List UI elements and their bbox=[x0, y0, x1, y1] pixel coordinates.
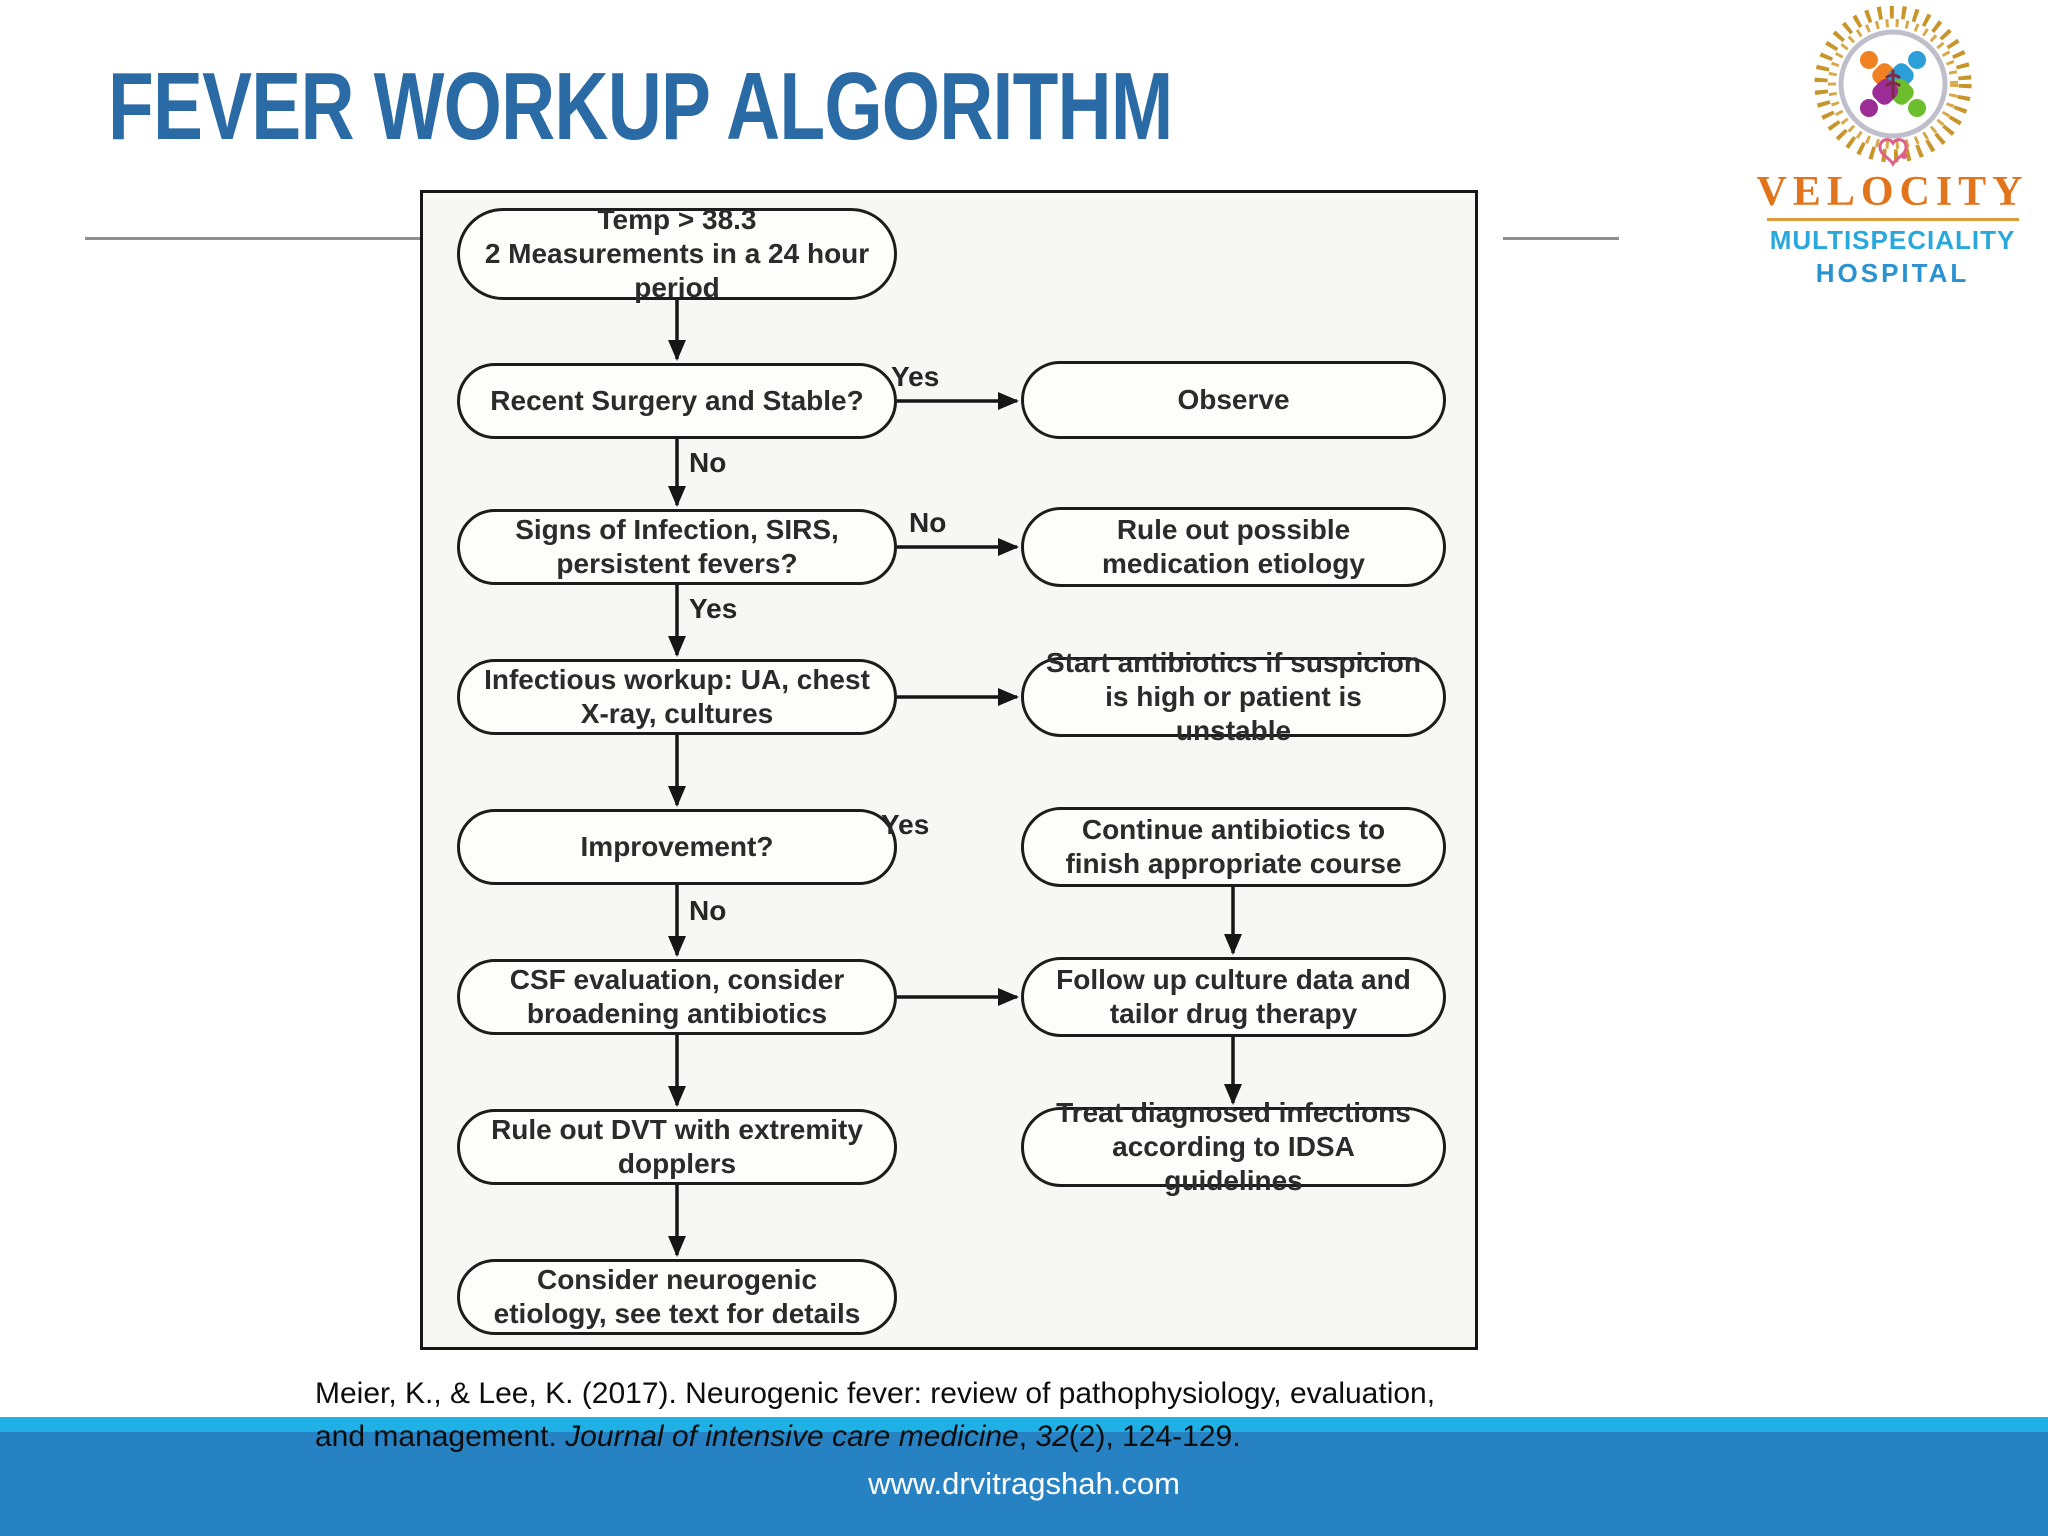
heart-stethoscope-icon bbox=[1878, 138, 1907, 168]
divider-line-right bbox=[1503, 237, 1619, 240]
divider-line-left bbox=[85, 237, 420, 240]
footer-accent-strip bbox=[0, 1417, 2048, 1432]
hospital-emblem-icon bbox=[1814, 6, 1971, 168]
laurel-wreath-icon bbox=[1814, 6, 1971, 163]
flow-node-medication-etiology: Rule out possible medication etiology bbox=[1021, 507, 1446, 587]
flow-node-rule-out-dvt: Rule out DVT with extremity dopplers bbox=[457, 1109, 897, 1185]
edge-label-yes-surgery: Yes bbox=[891, 361, 940, 392]
logo-name: VELOCITY bbox=[1756, 169, 2029, 215]
flow-node-follow-up-culture: Follow up culture data and tailor drug t… bbox=[1021, 957, 1446, 1037]
flow-node-csf-evaluation: CSF evaluation, consider broadening anti… bbox=[457, 959, 897, 1035]
edge-label-yes-improvement: Yes bbox=[881, 809, 930, 840]
footer-url[interactable]: www.drvitragshah.com bbox=[868, 1466, 1180, 1501]
flow-node-infectious-workup: Infectious workup: UA, chest X-ray, cult… bbox=[457, 659, 897, 735]
citation-line-1: Meier, K., & Lee, K. (2017). Neurogenic … bbox=[315, 1377, 1436, 1410]
flow-node-signs-infection: Signs of Infection, SIRS, persistent fev… bbox=[457, 509, 897, 585]
caduceus-icon bbox=[1884, 70, 1901, 98]
flow-node-continue-antibiotics: Continue antibiotics to finish appropria… bbox=[1021, 807, 1446, 887]
edge-label-no-surgery: No bbox=[689, 447, 727, 478]
flow-node-start-antibiotics: Start antibiotics if suspicion is high o… bbox=[1021, 647, 1446, 746]
edge-label-no-improvement: No bbox=[689, 895, 727, 926]
footer-bar bbox=[0, 1432, 2048, 1536]
flow-node-improvement: Improvement? bbox=[457, 809, 897, 885]
edge-label-no-infection: No bbox=[909, 507, 947, 538]
hospital-logo: VELOCITY MULTISPECIALITY HOSPITAL bbox=[1735, 6, 2048, 289]
people-pinwheel-icon bbox=[1859, 50, 1926, 118]
flow-node-temp: Temp > 38.3 2 Measurements in a 24 hour … bbox=[457, 204, 897, 303]
flow-arrows bbox=[668, 300, 1242, 1257]
logo-subtitle-2: HOSPITAL bbox=[1815, 258, 1970, 288]
logo-subtitle-1: MULTISPECIALITY bbox=[1769, 225, 2016, 255]
citation-line-2: and management. Journal of intensive car… bbox=[315, 1420, 1241, 1453]
flow-node-neurogenic-etiology: Consider neurogenic etiology, see text f… bbox=[457, 1259, 897, 1335]
page-title: FEVER WORKUP ALGORITHM bbox=[108, 53, 1173, 160]
flow-node-observe: Observe bbox=[1021, 361, 1446, 439]
edge-label-yes-infection: Yes bbox=[689, 593, 738, 624]
citation: Meier, K., & Lee, K. (2017). Neurogenic … bbox=[315, 1372, 1575, 1458]
flowchart-figure: Temp > 38.3 2 Measurements in a 24 hour … bbox=[420, 190, 1478, 1350]
flow-node-recent-surgery: Recent Surgery and Stable? bbox=[457, 363, 897, 439]
flow-node-treat-infections: Treat diagnosed infections according to … bbox=[1021, 1097, 1446, 1196]
logo-underline bbox=[1766, 218, 2019, 221]
